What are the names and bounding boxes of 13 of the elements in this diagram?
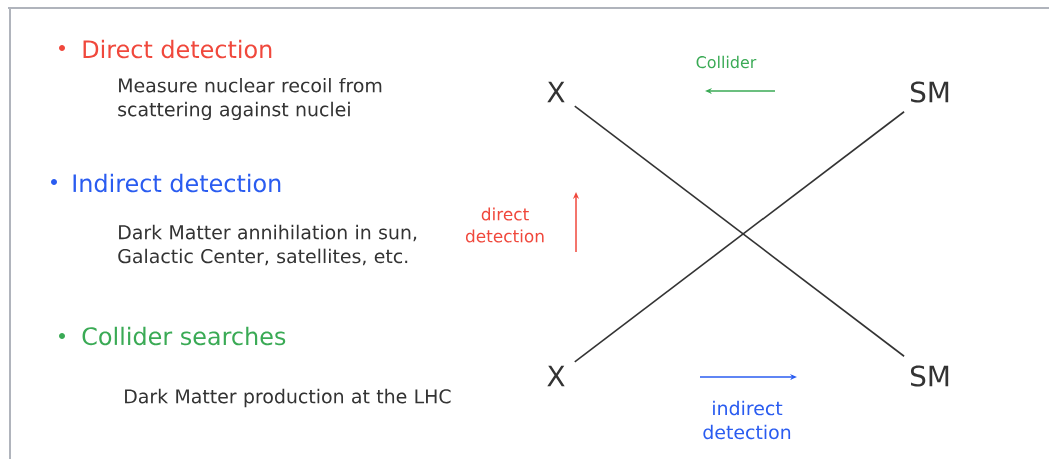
arrow-label: Collider [696, 55, 757, 69]
arrow-label: indirect detection [703, 400, 791, 440]
heading: Collider searches [82, 326, 286, 346]
description: Dark Matter annihilation in sun, Galactic Center, satellites, etc. [118, 224, 417, 266]
heading: Direct detection [83, 39, 272, 59]
description: Dark Matter production at the LHC [125, 388, 451, 408]
description: Measure nuclear recoil from scattering against nuclei [118, 77, 382, 121]
particle-label: X [547, 81, 565, 103]
arrow-label: direct detection [465, 207, 544, 243]
particle-label: SM [910, 365, 949, 387]
particle-label: SM [910, 81, 949, 103]
heading: Indirect detection [73, 173, 281, 193]
particle-label: X [547, 365, 565, 387]
